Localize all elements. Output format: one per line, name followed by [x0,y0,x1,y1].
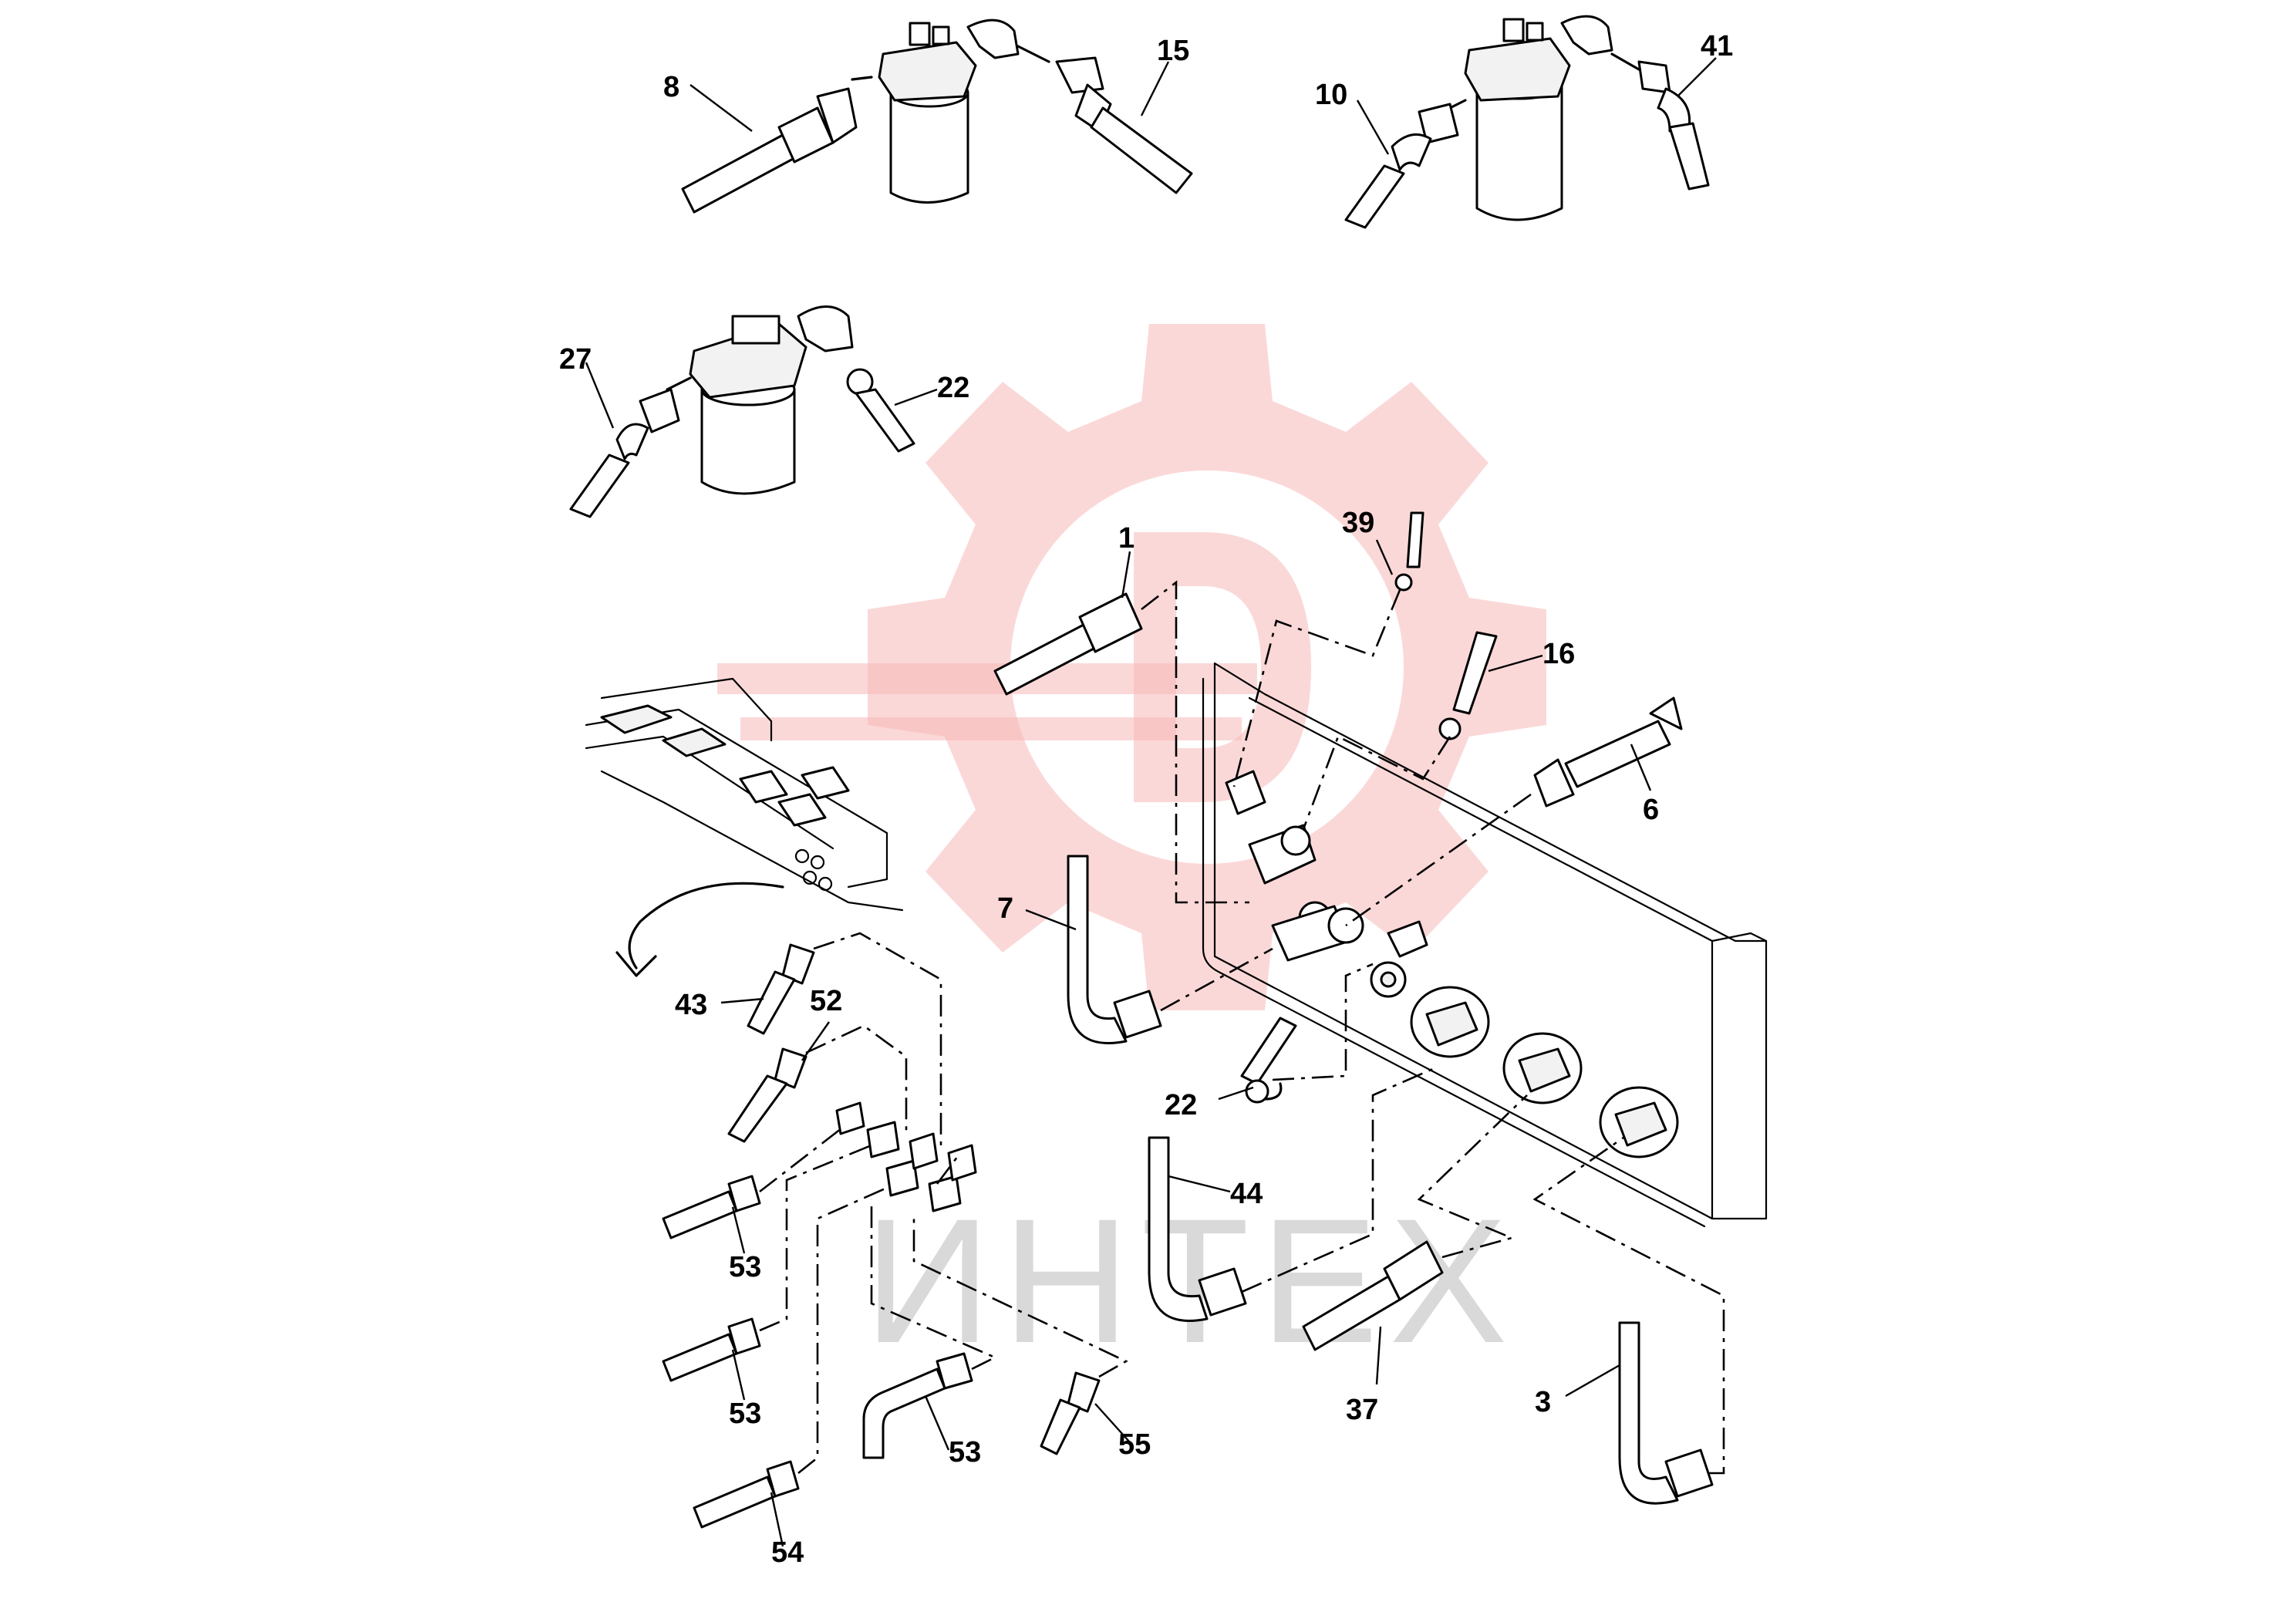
valve-ports [1225,770,1679,1158]
fittings-cluster [835,1101,977,1212]
hose-43 [747,943,815,1035]
callout-7: 7 [997,892,1013,925]
hose-22-top [846,368,915,453]
hose-44 [1148,1136,1247,1322]
hose-39 [1394,511,1424,592]
callout-52: 52 [810,985,842,1017]
hose-8 [681,87,858,214]
connection-lines [759,580,1725,1475]
filter-assembly-top-right [1441,15,1640,221]
callout-54: 54 [771,1536,804,1569]
hose-15 [1055,56,1193,194]
hose-37 [1302,1240,1444,1351]
rotation-arrow [615,882,784,977]
hose-27 [569,388,680,518]
hose-53-b [662,1317,761,1382]
valve-block [1202,662,1768,1228]
filter-assembly-top-left [851,19,1050,204]
watermark-gear-logo [717,324,1546,1010]
callout-6: 6 [1643,794,1659,826]
callout-43: 43 [675,989,707,1021]
hose-53-a [662,1175,761,1239]
callout-16: 16 [1542,638,1575,670]
leader-lines [585,57,1717,1547]
hose-41 [1637,60,1710,191]
callout-53-a: 53 [729,1251,761,1283]
callout-53-c: 53 [949,1436,981,1469]
callout-27: 27 [559,343,592,376]
hose-54 [693,1460,800,1529]
callout-8: 8 [663,71,679,103]
hose-10 [1344,103,1459,229]
hose-16 [1438,631,1498,740]
callout-22-lower: 22 [1165,1089,1197,1121]
callout-55: 55 [1118,1428,1151,1461]
filter-assembly-middle-left [666,305,854,495]
hose-1 [993,592,1143,696]
machine-frame-sketch [585,677,904,912]
callout-10: 10 [1315,79,1347,111]
callout-53-b: 53 [729,1398,761,1430]
callout-22-top: 22 [937,372,969,404]
callout-labels: 8 15 10 41 27 22 1 39 16 6 7 43 52 53 53… [559,30,1733,1569]
callout-37: 37 [1346,1394,1378,1426]
hose-7 [1067,855,1162,1044]
callout-41: 41 [1701,30,1733,62]
hose-55 [1040,1371,1101,1455]
hose-6 [1533,696,1683,808]
hose-3 [1618,1321,1714,1505]
hose-22-lower [1240,1017,1297,1104]
hose-53-c [862,1352,973,1459]
callout-15: 15 [1157,35,1189,67]
callout-39: 39 [1342,507,1374,539]
callout-3: 3 [1535,1386,1551,1418]
callout-1: 1 [1118,522,1135,555]
callout-44: 44 [1230,1178,1263,1210]
hose-52 [727,1047,807,1143]
